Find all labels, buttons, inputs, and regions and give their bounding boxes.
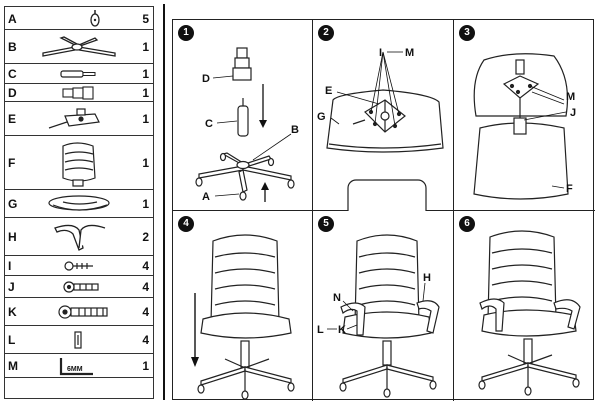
part-row-l: L 4 bbox=[5, 326, 153, 354]
part-qty: 1 bbox=[142, 359, 149, 373]
step-4: 4 bbox=[173, 211, 313, 401]
part-qty: 1 bbox=[142, 40, 149, 54]
long-bolt-icon bbox=[27, 302, 127, 322]
label-j: J bbox=[570, 107, 576, 119]
label-l: L bbox=[317, 324, 324, 336]
label-c: C bbox=[205, 118, 213, 130]
part-letter: D bbox=[8, 86, 17, 100]
label-n: N bbox=[333, 292, 341, 304]
part-qty: 2 bbox=[142, 230, 149, 244]
caster-icon bbox=[27, 8, 127, 28]
short-bolt-icon bbox=[27, 259, 127, 273]
star-base-icon bbox=[27, 33, 127, 61]
label-h: H bbox=[423, 272, 431, 284]
allen-key-icon: 6MM bbox=[27, 356, 127, 376]
part-letter: M bbox=[8, 359, 18, 373]
label-m: M bbox=[405, 47, 414, 59]
armrest-icon bbox=[27, 220, 127, 254]
part-row-b: B 1 bbox=[5, 30, 153, 64]
part-letter: C bbox=[8, 67, 17, 81]
part-letter: B bbox=[8, 40, 17, 54]
part-row-m: M 6MM 1 bbox=[5, 354, 153, 378]
part-row-f: F 1 bbox=[5, 136, 153, 190]
label-b: B bbox=[291, 124, 299, 136]
label-f: F bbox=[566, 183, 573, 195]
step-number: 3 bbox=[459, 25, 475, 41]
telescopic-cover-icon bbox=[27, 86, 127, 100]
step-number: 2 bbox=[318, 25, 334, 41]
medium-bolt-icon bbox=[27, 279, 127, 295]
part-row-h: H 2 bbox=[5, 218, 153, 256]
section-divider bbox=[163, 4, 165, 400]
part-letter: E bbox=[8, 112, 17, 126]
step-2: 2 bbox=[313, 20, 454, 211]
part-row-d: D 1 bbox=[5, 84, 153, 102]
label-m: M bbox=[566, 91, 575, 103]
gas-lift-icon bbox=[27, 67, 127, 81]
part-row-e: E 1 bbox=[5, 102, 153, 136]
step-1-drawing: D C B A bbox=[195, 47, 299, 203]
step-6-drawing bbox=[478, 230, 581, 396]
part-letter: J bbox=[8, 280, 15, 294]
step-number: 6 bbox=[459, 216, 475, 232]
part-qty: 4 bbox=[142, 305, 149, 319]
step-4-drawing bbox=[191, 234, 295, 400]
step-5-drawing: H N L K bbox=[317, 234, 440, 398]
step-1: 1 bbox=[173, 20, 313, 211]
part-letter: I bbox=[8, 259, 12, 273]
part-qty: 5 bbox=[142, 12, 149, 26]
part-qty: 1 bbox=[142, 86, 149, 100]
part-row-empty bbox=[5, 378, 153, 400]
step-number: 5 bbox=[318, 216, 334, 232]
part-qty: 1 bbox=[142, 67, 149, 81]
washer-icon bbox=[27, 329, 127, 351]
part-row-g: G 1 bbox=[5, 190, 153, 218]
allen-key-caption: 6MM bbox=[67, 366, 83, 373]
part-letter: G bbox=[8, 197, 18, 211]
tilt-mechanism-icon bbox=[27, 104, 127, 134]
part-qty: 1 bbox=[142, 112, 149, 126]
step-2-drawing: I M E G bbox=[317, 47, 444, 211]
part-qty: 4 bbox=[142, 280, 149, 294]
label-d: D bbox=[202, 73, 210, 85]
backrest-icon bbox=[27, 138, 127, 188]
step-number: 1 bbox=[178, 25, 194, 41]
step-5: 5 bbox=[313, 211, 454, 401]
part-qty: 1 bbox=[142, 156, 149, 170]
part-letter: K bbox=[8, 305, 17, 319]
part-letter: L bbox=[8, 333, 16, 347]
part-letter: H bbox=[8, 230, 17, 244]
part-qty: 4 bbox=[142, 259, 149, 273]
part-row-k: K 4 bbox=[5, 298, 153, 326]
part-row-c: C 1 bbox=[5, 64, 153, 84]
step-number: 4 bbox=[178, 216, 194, 232]
label-e: E bbox=[325, 85, 332, 97]
label-a: A bbox=[202, 191, 210, 203]
part-qty: 1 bbox=[142, 197, 149, 211]
step-3: 3 M J F bbox=[454, 20, 595, 211]
parts-list: A 5 B 1 C 1 D 1 E 1 F bbox=[4, 6, 154, 399]
assembly-steps: 1 bbox=[172, 19, 595, 401]
label-i: I bbox=[379, 47, 382, 59]
part-row-a: A 5 bbox=[5, 7, 153, 30]
part-row-j: J 4 bbox=[5, 276, 153, 298]
step-3-drawing: M J F bbox=[473, 53, 576, 200]
part-row-i: I 4 bbox=[5, 256, 153, 276]
label-g: G bbox=[317, 111, 326, 123]
seat-icon bbox=[27, 193, 127, 215]
part-letter: A bbox=[8, 12, 17, 26]
label-k: K bbox=[338, 324, 346, 336]
step-6: 6 bbox=[454, 211, 595, 401]
part-letter: F bbox=[8, 156, 16, 170]
part-qty: 4 bbox=[142, 333, 149, 347]
